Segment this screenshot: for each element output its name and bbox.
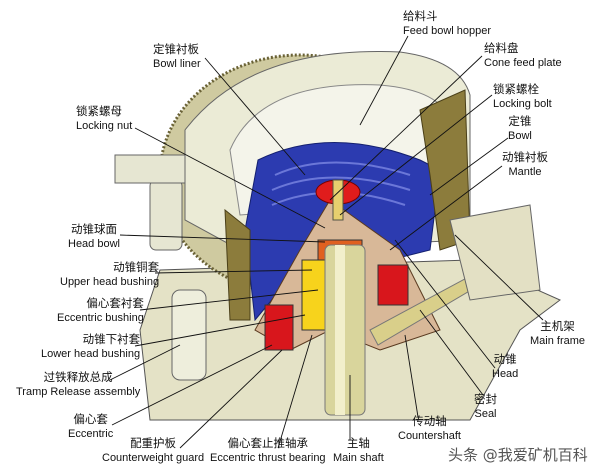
label-locking-bolt: 锁紧螺栓 Locking bolt [493, 82, 552, 112]
locking-bolt-shape [332, 179, 344, 221]
leader-lines [109, 35, 544, 449]
label-en: Countershaft [398, 430, 461, 442]
label-en: Locking bolt [493, 98, 552, 110]
label-en: Main shaft [333, 452, 384, 464]
label-zh: 锁紧螺栓 [493, 82, 539, 96]
label-en: Bowl [508, 130, 532, 142]
tramp-bracket [114, 154, 186, 184]
label-zh: 偏心套 [73, 412, 108, 426]
label-en: Eccentric bushing [57, 312, 144, 324]
label-bowl-liner: 定锥衬板 Bowl liner [153, 42, 201, 72]
label-en: Main frame [530, 335, 586, 347]
label-zh: 偏心套衬套 [86, 296, 144, 310]
red-block-left [264, 304, 294, 351]
label-main-frame: 主机架 Main frame [530, 319, 585, 349]
label-zh: 密封 [474, 392, 497, 406]
label-en: Upper head bushing [60, 276, 160, 288]
label-en: Tramp Release assembly [16, 386, 141, 398]
label-zh: 定锥 [508, 114, 532, 128]
label-zh: 主轴 [346, 436, 370, 450]
label-zh: 动锥 [493, 352, 517, 366]
label-feed-bowl-hopper: 给料斗 Feed bowl hopper [403, 9, 491, 39]
label-en: Head [492, 368, 519, 380]
label-zh: 动锥下衬套 [82, 332, 141, 346]
label-eccentric-bushing: 偏心套衬套 Eccentric bushing [57, 296, 144, 326]
label-zh: 过铁释放总成 [43, 370, 113, 384]
label-en: Counterweight guard [102, 452, 205, 464]
label-seal: 密封 Seal [474, 392, 497, 422]
label-eccentric-thrust-bearing: 偏心套止推轴承 Eccentric thrust bearing [210, 436, 326, 466]
label-bowl: 定锥 Bowl [508, 114, 532, 144]
main-shaft-highlight [335, 245, 345, 415]
label-mantle: 动锥衬板 Mantle [502, 150, 548, 180]
label-head: 动锥 Head [492, 352, 518, 382]
label-en: Head bowl [68, 238, 120, 250]
label-tramp-release: 过铁释放总成 Tramp Release assembly [16, 370, 140, 400]
tramp-cylinder-upper [149, 179, 183, 251]
label-zh: 动锥衬板 [502, 150, 548, 164]
label-en: Seal [474, 408, 497, 420]
label-zh: 偏心套止推轴承 [227, 436, 309, 450]
label-cone-feed-plate: 给料盘 Cone feed plate [484, 41, 562, 71]
label-en: Locking nut [76, 120, 133, 132]
red-block-right [377, 264, 409, 306]
label-zh: 定锥衬板 [153, 42, 199, 56]
label-en: Eccentric thrust bearing [210, 452, 326, 464]
label-en: Feed bowl hopper [403, 25, 492, 37]
label-countershaft: 传动轴 Countershaft [398, 414, 461, 444]
label-zh: 传动轴 [412, 414, 447, 428]
label-en: Cone feed plate [484, 57, 562, 69]
label-zh: 动锥铜套 [113, 260, 160, 274]
label-main-shaft: 主轴 Main shaft [333, 436, 384, 466]
label-zh: 配重护板 [130, 436, 177, 450]
label-zh: 给料斗 [403, 9, 438, 23]
label-upper-head-bushing: 动锥铜套 Upper head bushing [60, 260, 159, 290]
watermark: 头条 @我爱矿机百科 [448, 446, 588, 464]
label-head-bowl: 动锥球面 Head bowl [68, 222, 120, 252]
bowl-wall-left [224, 208, 251, 321]
label-en: Eccentric [68, 428, 114, 440]
countershaft-housing [449, 204, 541, 301]
bowl-wall-right [419, 89, 471, 251]
label-lower-head-bushing: 动锥下衬套 Lower head bushing [41, 332, 140, 362]
label-eccentric: 偏心套 Eccentric [68, 412, 113, 442]
tramp-cylinder-lower [171, 289, 207, 381]
label-zh: 动锥球面 [70, 222, 117, 236]
label-counterweight-guard: 配重护板 Counterweight guard [102, 436, 204, 466]
label-zh: 主机架 [540, 319, 575, 333]
label-en: Lower head bushing [41, 348, 141, 360]
label-zh: 给料盘 [484, 41, 519, 55]
label-zh: 锁紧螺母 [76, 104, 122, 118]
label-locking-nut: 锁紧螺母 Locking nut [76, 104, 132, 134]
label-en: Mantle [508, 166, 542, 178]
label-en: Bowl liner [153, 58, 201, 70]
